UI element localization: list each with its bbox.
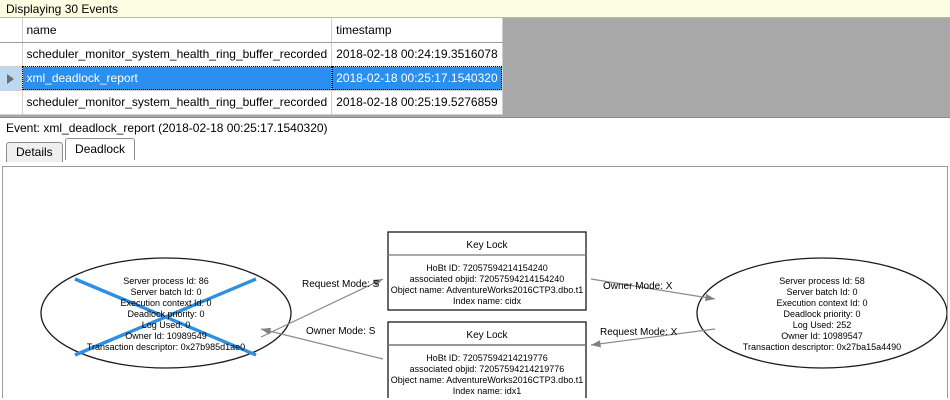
row-selector[interactable] [0,42,23,67]
status-bar: Displaying 30 Events [0,0,950,18]
process-left-line-5: Owner Id: 10989549 [125,331,207,341]
resource-bottom-line-2: Object name: AdventureWorks2016CTP3.dbo.… [391,375,583,385]
deadlock-graph-canvas[interactable]: Server process Id: 86 Server batch Id: 0… [2,166,948,398]
tab-details[interactable]: Details [6,142,63,162]
process-left-line-2: Execution context Id: 0 [120,298,211,308]
row-name[interactable]: xml_deadlock_report [22,66,333,91]
tabstrip: Details Deadlock [0,138,950,162]
resource-top-box [387,231,587,311]
process-right-line-0: Server process Id: 58 [779,276,865,286]
process-ellipse-right [696,257,947,369]
row-name[interactable]: scheduler_monitor_system_health_ring_buf… [22,90,333,115]
resource-top-line-3: Index name: cidx [453,296,522,306]
edge-left-request-top: Request Mode: S [260,278,384,338]
table-row[interactable]: scheduler_monitor_system_health_ring_buf… [0,42,503,67]
events-grid-table: name timestamp scheduler_monitor_system_… [0,18,503,115]
resource-bottom-box [387,321,587,398]
resource-bottom-line-3: Index name: idx1 [453,386,522,396]
process-left-line-0: Server process Id: 86 [123,276,209,286]
victim-x-icon [74,277,257,357]
process-right-line-2: Execution context Id: 0 [776,298,867,308]
grid-header-timestamp[interactable]: timestamp [331,18,503,43]
grid-header-name[interactable]: name [22,18,333,43]
process-right-line-6: Transaction descriptor: 0x27ba15a4490 [743,342,901,352]
process-left-line-3: Deadlock priority: 0 [127,309,204,319]
edge-label-left-request-top: Request Mode: S [302,279,380,290]
resource-bottom-title: Key Lock [466,330,508,341]
process-left-line-1: Server batch Id: 0 [130,287,201,297]
grid-header-row: name timestamp [0,18,503,43]
row-selector[interactable] [0,66,23,91]
process-node-right[interactable]: Server process Id: 58 Server batch Id: 0… [696,257,947,369]
row-timestamp[interactable]: 2018-02-18 00:25:17.1540320 [331,66,503,91]
resource-top-line-0: HoBt ID: 72057594214154240 [426,263,548,273]
row-timestamp[interactable]: 2018-02-18 00:24:19.3516078 [331,42,503,67]
grid-header-selector [0,18,23,43]
process-left-line-6: Transaction descriptor: 0x27b985d1ae0 [87,342,245,352]
resource-bottom-line-0: HoBt ID: 72057594214219776 [426,353,548,363]
edge-left-owner-bottom: Owner Mode: S [260,326,384,360]
tab-deadlock[interactable]: Deadlock [65,138,136,160]
resource-node-bottom[interactable]: Key Lock HoBt ID: 72057594214219776 asso… [387,321,587,398]
event-caption: Event: xml_deadlock_report (2018-02-18 0… [0,118,950,138]
status-bar-label: Displaying 30 Events [6,1,119,16]
resource-top-line-1: associated objid: 72057594214154240 [410,274,565,284]
row-timestamp[interactable]: 2018-02-18 00:25:19.5276859 [331,90,503,115]
process-left-line-4: Log Used: 0 [142,320,191,330]
resource-top-title: Key Lock [466,240,508,251]
table-row[interactable]: scheduler_monitor_system_health_ring_buf… [0,90,503,115]
process-node-left[interactable]: Server process Id: 86 Server batch Id: 0… [40,257,292,369]
row-name[interactable]: scheduler_monitor_system_health_ring_buf… [22,42,333,67]
process-right-line-1: Server batch Id: 0 [786,287,857,297]
resource-bottom-line-1: associated objid: 72057594214219776 [410,364,565,374]
edge-label-right-owner-top: Owner Mode: X [603,281,673,292]
process-right-line-4: Log Used: 252 [793,320,852,330]
process-right-line-5: Owner Id: 10989547 [781,331,863,341]
edge-right-owner-top: Owner Mode: X [590,278,716,302]
table-row[interactable]: xml_deadlock_report 2018-02-18 00:25:17.… [0,66,503,91]
process-ellipse-left [40,257,292,369]
events-grid[interactable]: name timestamp scheduler_monitor_system_… [0,18,950,118]
deadlock-graph-svg: Server process Id: 86 Server batch Id: 0… [40,231,947,398]
edge-label-left-owner-bottom: Owner Mode: S [306,326,376,337]
process-right-line-3: Deadlock priority: 0 [783,309,860,319]
resource-node-top[interactable]: Key Lock HoBt ID: 72057594214154240 asso… [387,231,587,311]
edge-right-request-bottom: Request Mode: X [590,327,716,348]
edge-label-right-request-bottom: Request Mode: X [600,327,678,338]
row-arrow-icon [7,73,15,84]
resource-top-line-2: Object name: AdventureWorks2016CTP3.dbo.… [391,285,583,295]
row-selector[interactable] [0,90,23,115]
